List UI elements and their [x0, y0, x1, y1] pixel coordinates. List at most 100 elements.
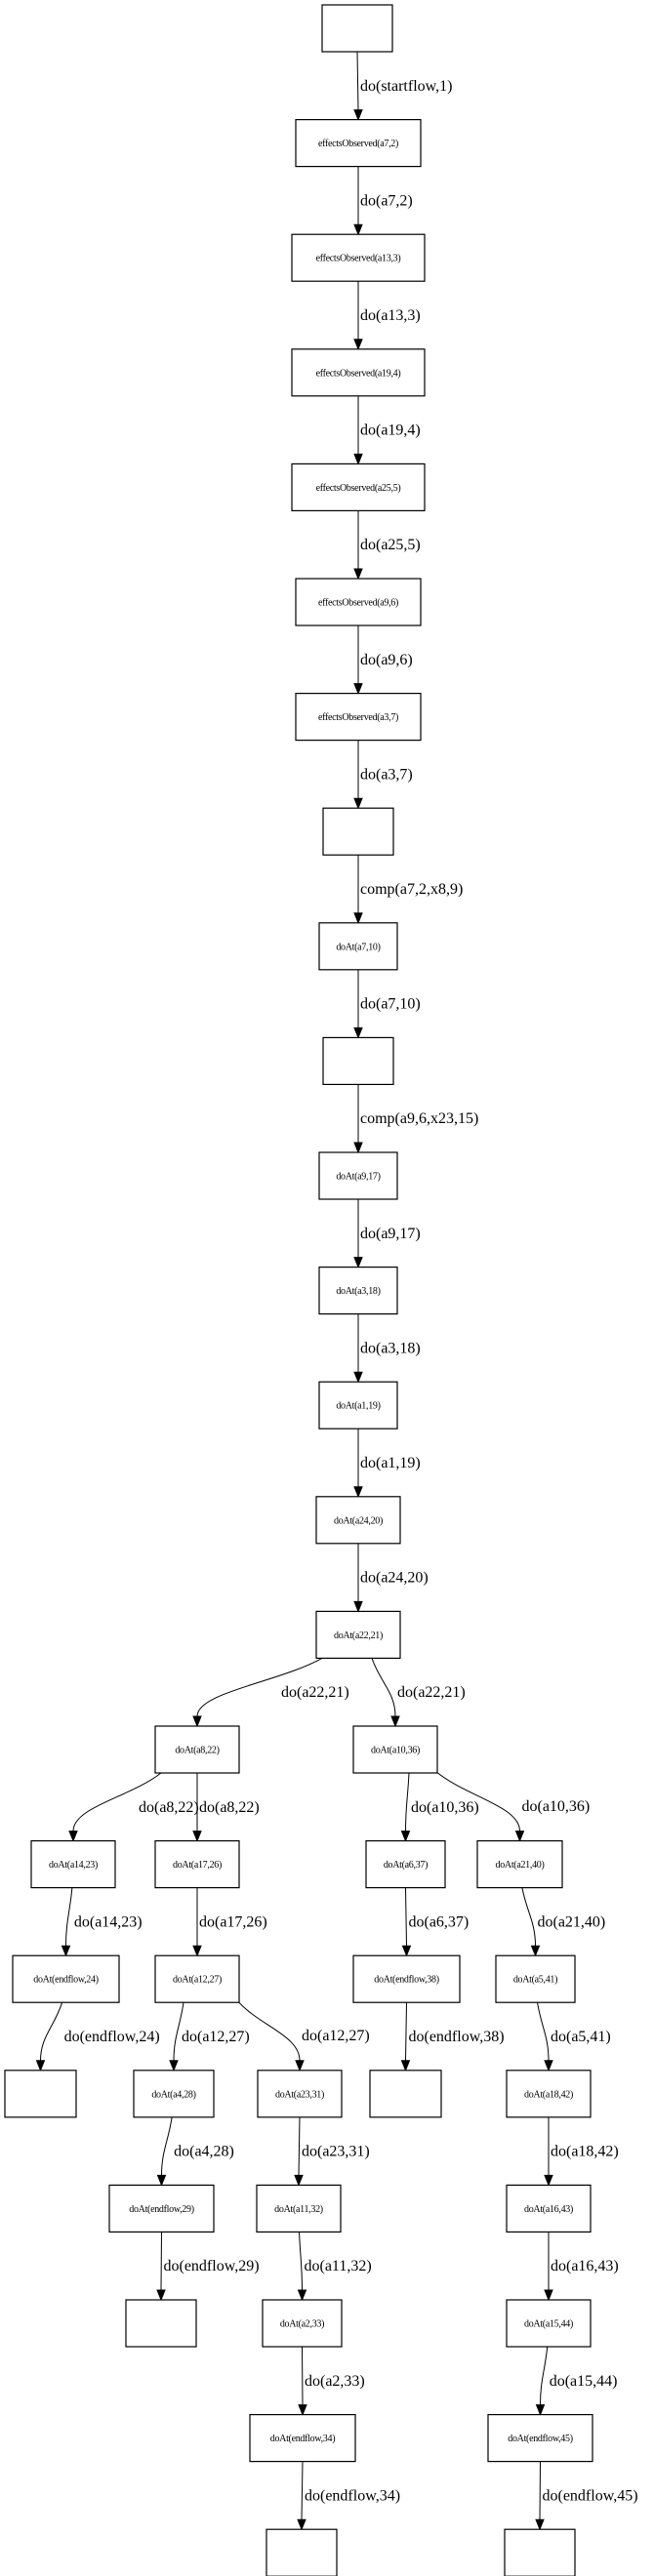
arrowhead-icon [544, 2289, 553, 2302]
arrowhead-icon [353, 1600, 363, 1613]
graph-edge: do(a8,22) [68, 1772, 199, 1842]
edge-label: do(a24,20) [360, 1570, 429, 1587]
graph-edge: do(a3,18) [353, 1313, 421, 1384]
edge-label: do(endflow,34) [305, 2487, 400, 2504]
node-label: doAt(a21,40) [496, 1860, 545, 1871]
node-box [322, 807, 394, 856]
node-box [315, 1496, 401, 1545]
node-box [476, 1839, 563, 1889]
node-label: doAt(a11,32) [274, 2204, 323, 2215]
graph-edge: do(a22,21) [192, 1657, 349, 1728]
graph-edge: do(a6,37) [401, 1887, 469, 1957]
graph-node: doAt(a24,20) [315, 1496, 401, 1545]
arrowhead-icon [35, 2060, 46, 2073]
edge-label: do(endflow,29) [164, 2258, 260, 2274]
graph-node-empty [4, 2070, 77, 2118]
graph-node-empty [322, 1036, 394, 1086]
node-box [291, 463, 426, 511]
node-box [365, 1839, 446, 1889]
graph-edge: do(a7,2) [353, 166, 413, 236]
node-label: doAt(a23,31) [275, 2089, 324, 2100]
graph-node: doAt(endflow,29) [108, 2184, 215, 2233]
graph-node: doAt(a15,44) [506, 2299, 592, 2348]
graph-edge: do(a19,4) [353, 395, 421, 465]
graph-edge: do(a18,42) [544, 2116, 619, 2187]
node-label: doAt(endflow,45) [508, 2434, 572, 2444]
arrowhead-icon [156, 2289, 166, 2302]
node-box [266, 2528, 338, 2576]
graph-node-empty [321, 4, 393, 53]
node-label: doAt(endflow,24) [33, 1975, 98, 1986]
edge-label: do(a8,22) [139, 1799, 199, 1816]
node-box [154, 1725, 240, 1774]
edge-line [301, 2461, 304, 2520]
edge-label: do(a4,28) [174, 2144, 234, 2160]
edge-line [540, 2346, 549, 2405]
edge-label: do(endflow,45) [543, 2487, 638, 2504]
graph-node: doAt(endflow,45) [487, 2414, 593, 2463]
edge-label: do(endflow,24) [64, 2029, 160, 2045]
edge-line [40, 2002, 63, 2061]
node-label: doAt(a2,33) [280, 2319, 324, 2330]
node-box [495, 1954, 576, 2003]
arrowhead-icon [353, 1142, 363, 1154]
edge-label: do(a3,18) [360, 1340, 421, 1356]
graph-edge: do(a13,3) [353, 281, 421, 351]
node-box [262, 2299, 343, 2348]
node-label: doAt(a24,20) [334, 1515, 383, 1526]
graph-node: effectsObserved(a25,5) [291, 463, 426, 511]
edge-line [196, 1657, 323, 1717]
arrowhead-icon [353, 1486, 363, 1499]
node-box [369, 2070, 442, 2118]
edges-layer: do(startflow,1) do(a7,2) do(a13,3) do(a19,4… [35, 51, 638, 2531]
arrowhead-icon [400, 1831, 411, 1842]
graph-edge: do(a10,36) [434, 1770, 590, 1842]
node-box [12, 1954, 120, 2003]
node-box [318, 922, 398, 971]
edge-label: do(a22,21) [281, 1684, 349, 1701]
graph-node: doAt(a5,41) [495, 1954, 576, 2003]
graph-edge: do(a22,21) [371, 1658, 466, 1728]
graph-edge: do(a9,17) [353, 1199, 421, 1268]
graph-edge: do(a25,5) [353, 510, 421, 581]
graph-edge: do(a14,23) [61, 1887, 143, 1957]
node-box [318, 1266, 398, 1315]
arrowhead-icon [68, 1831, 78, 1842]
graph-node-empty [266, 2528, 338, 2576]
edge-label: do(a8,22) [199, 1799, 260, 1816]
node-label: effectsObserved(a25,5) [316, 483, 401, 494]
graph-node: doAt(a6,37) [365, 1839, 446, 1889]
graph-node: doAt(a3,18) [318, 1266, 398, 1315]
graph-node: effectsObserved(a13,3) [291, 233, 426, 282]
graph-node: doAt(endflow,24) [12, 1954, 120, 2003]
node-box [249, 2414, 356, 2463]
graph-edge: do(a7,10) [353, 969, 421, 1039]
graph-node: effectsObserved(a19,4) [291, 348, 426, 397]
graph-edge: do(a1,19) [353, 1429, 421, 1499]
node-box [108, 2184, 215, 2233]
graph-edge: do(endflow,38) [400, 2002, 505, 2073]
edge-line [298, 2116, 301, 2176]
node-box [291, 233, 426, 282]
graph-edge: do(a3,7) [353, 740, 413, 810]
edge-label: do(a12,27) [182, 2029, 250, 2045]
graph-edge: do(endflow,29) [156, 2232, 260, 2302]
arrowhead-icon [353, 1026, 363, 1039]
graph-edge: do(a11,32) [297, 2232, 372, 2302]
arrowhead-icon [169, 2060, 179, 2073]
arrowhead-icon [298, 2404, 307, 2416]
node-box [487, 2414, 593, 2463]
graph-edge: do(startflow,1) [353, 51, 453, 121]
edge-line [299, 2232, 303, 2291]
edge-label: do(a19,4) [360, 423, 421, 439]
graph-edge: do(a2,33) [298, 2346, 365, 2416]
node-label: doAt(a16,43) [524, 2204, 573, 2215]
node-box [257, 2070, 343, 2118]
node-label: effectsObserved(a7,2) [318, 139, 398, 149]
edge-label: do(endflow,38) [409, 2029, 505, 2045]
node-box [154, 1954, 240, 2003]
edge-label: do(a18,42) [551, 2144, 619, 2160]
arrowhead-icon [192, 1715, 202, 1728]
graph-node: doAt(a18,42) [506, 2070, 592, 2118]
